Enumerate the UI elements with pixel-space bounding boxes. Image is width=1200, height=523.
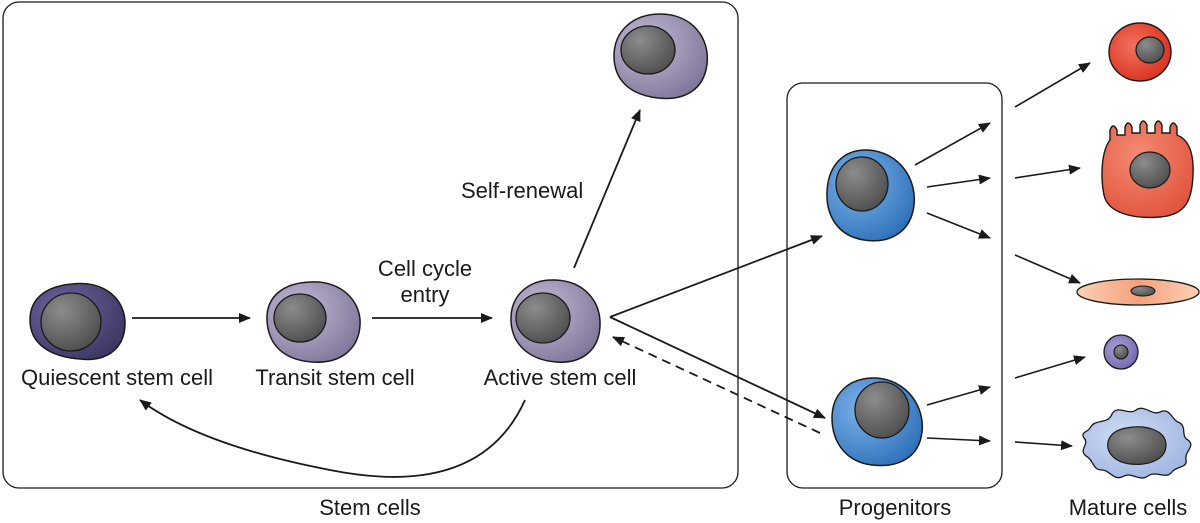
arrow-self-renewal <box>573 109 641 269</box>
macrophage-cell <box>1082 407 1192 479</box>
arrow-to-progenitor-top <box>609 235 823 318</box>
self-renewal-label: Self-renewal <box>461 178 584 203</box>
differentiation-arrows <box>914 62 1091 451</box>
active-stem-cell <box>510 279 601 363</box>
fibroblast-cell <box>1076 278 1200 306</box>
stem-cells-group-label: Stem cells <box>319 495 421 520</box>
erythrocyte-cell <box>1108 22 1172 82</box>
progenitor-cell-top <box>826 149 916 242</box>
progenitors-box <box>786 82 1003 489</box>
quiescent-stem-cell <box>29 282 126 361</box>
cell-cycle-entry-label-line1: Cell cycle <box>377 256 473 281</box>
self-renewed-stem-cell <box>613 13 709 100</box>
progenitors-group-label: Progenitors <box>838 495 952 520</box>
stem-cells-box <box>2 1 739 489</box>
epithelial-cell <box>1101 120 1194 219</box>
lymphocyte-cell <box>1103 334 1139 370</box>
cell-cycle-entry-label-line2: entry <box>400 282 450 307</box>
stem-arrows <box>132 109 826 478</box>
arrow-return-to-quiescence <box>139 399 526 478</box>
progenitor-cell-bottom <box>831 377 924 467</box>
arrow-dedifferentiation <box>612 336 821 434</box>
active-stem-cell-label: Active stem cell <box>483 365 637 390</box>
quiescent-stem-cell-label: Quiescent stem cell <box>21 365 213 390</box>
mature-cells-group-label: Mature cells <box>1068 495 1188 520</box>
arrow-to-progenitor-bottom <box>609 316 826 419</box>
transit-stem-cell-label: Transit stem cell <box>255 365 415 390</box>
transit-stem-cell <box>266 281 361 363</box>
